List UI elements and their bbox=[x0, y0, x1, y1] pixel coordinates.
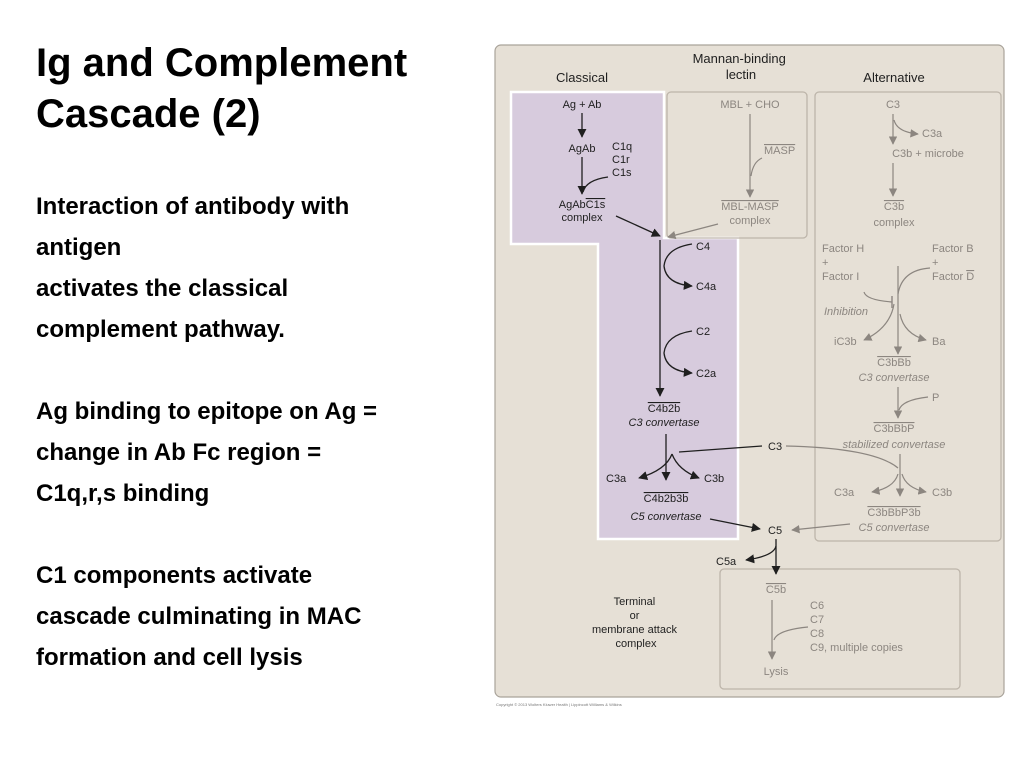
curve-c2 bbox=[663, 330, 693, 377]
arrow-c3a-classical bbox=[638, 453, 673, 481]
label-c3bbbp: C3bBbP bbox=[874, 423, 915, 435]
header-alternative: Alternative bbox=[863, 70, 924, 85]
label-c3-convertase-classical: C3 convertase bbox=[629, 417, 700, 429]
curve-factor-b-join bbox=[897, 267, 931, 295]
label-lysis: Lysis bbox=[764, 666, 789, 678]
body-line: Ag binding to epitope on Ag = bbox=[36, 398, 378, 425]
slide-body: Interaction of antibody with antigen act… bbox=[36, 186, 476, 678]
body-line: activates the classical bbox=[36, 275, 289, 302]
arrow-ba bbox=[899, 313, 927, 343]
label-c3b-alt-out: C3b bbox=[932, 487, 952, 499]
classical-pathway-box bbox=[509, 90, 740, 541]
label-agab-c1s-complex: AgAbC1s bbox=[559, 199, 606, 211]
body-paragraph-interaction: Interaction of antibody with antigen act… bbox=[36, 186, 476, 350]
label-factor-h-i: Factor H + Factor I bbox=[822, 243, 867, 283]
label-masp: MASP bbox=[764, 145, 795, 157]
label-c3a-classical: C3a bbox=[606, 473, 627, 485]
label-c4b2b3b: C4b2b3b bbox=[644, 493, 689, 505]
label-c2: C2 bbox=[696, 326, 710, 338]
label-c3a-alt: C3a bbox=[834, 487, 855, 499]
label-ag-ab: Ag + Ab bbox=[563, 99, 602, 111]
arrow-alternative-to-c5 bbox=[791, 523, 851, 534]
label-c6-c9: C6 C7 C8 C9, multiple copies bbox=[810, 600, 903, 654]
slide-title: Ig and Complement Cascade (2) bbox=[36, 38, 476, 140]
line-c3-to-alternative bbox=[785, 445, 899, 469]
curve-c1-join bbox=[582, 176, 609, 193]
body-line: change in Ab Fc region = bbox=[36, 439, 322, 466]
label-inhibition: Inhibition bbox=[824, 306, 868, 318]
label-c5a: C5a bbox=[716, 556, 737, 568]
label-p: P bbox=[932, 392, 939, 404]
header-mbl: Mannan-binding lectin bbox=[693, 51, 790, 82]
arrow-c3b-classical bbox=[671, 453, 700, 480]
label-c5-convertase-alt: C5 convertase bbox=[859, 522, 930, 534]
label-c3bbbp3b: C3bBbP3b bbox=[867, 507, 920, 519]
label-c3a-alt-top: C3a bbox=[922, 128, 943, 140]
label-complex: complex bbox=[562, 212, 603, 224]
label-terminal-complex: Terminal or membrane attack complex bbox=[592, 596, 680, 650]
header-classical: Classical bbox=[556, 70, 608, 85]
figure-copyright: Copyright © 2013 Wolters Kluwer Health |… bbox=[496, 702, 622, 707]
alternative-pathway-box bbox=[814, 91, 1002, 542]
label-agab: AgAb bbox=[569, 143, 596, 155]
body-line: C1 components activate bbox=[36, 562, 313, 589]
label-c3b-classical: C3b bbox=[704, 473, 724, 485]
inhibition-bar-line bbox=[863, 291, 893, 303]
curve-c4 bbox=[663, 243, 693, 290]
label-stabilized-convertase: stabilized convertase bbox=[843, 439, 946, 451]
label-alt-complex: complex bbox=[874, 217, 915, 229]
arrow-classical-to-c5 bbox=[709, 518, 761, 532]
label-c5-convertase-classical: C5 convertase bbox=[631, 511, 702, 523]
arrow-c3b-alt bbox=[901, 473, 927, 495]
complement-cascade-figure: Classical Mannan-binding lectin Alternat… bbox=[494, 44, 1005, 698]
label-ba: Ba bbox=[932, 336, 946, 348]
label-c4a: C4a bbox=[696, 281, 717, 293]
label-ic3b: iC3b bbox=[834, 336, 857, 348]
label-c5b: C5b bbox=[766, 584, 786, 596]
arrow-ic3b bbox=[863, 303, 895, 341]
body-line: formation and cell lysis bbox=[36, 644, 303, 671]
arrow-classical-to-c4 bbox=[615, 215, 661, 237]
arrow-mbl-to-c4 bbox=[667, 223, 719, 240]
label-mbl-masp: MBL-MASP bbox=[721, 201, 778, 213]
body-paragraph-cascade: C1 components activate cascade culminati… bbox=[36, 555, 476, 678]
body-line: Interaction of antibody with bbox=[36, 193, 350, 220]
body-line: complement pathway. bbox=[36, 316, 285, 343]
terminal-complex-box bbox=[719, 568, 961, 690]
body-line: cascade culminating in MAC bbox=[36, 603, 362, 630]
mbl-pathway-box bbox=[666, 91, 808, 239]
label-c3b-microbe: C3b + microbe bbox=[892, 148, 964, 160]
label-c3bbb: C3bBb bbox=[877, 357, 911, 369]
label-c4: C4 bbox=[696, 241, 710, 253]
label-mbl-cho: MBL + CHO bbox=[720, 99, 780, 111]
body-paragraph-binding: Ag binding to epitope on Ag = change in … bbox=[36, 391, 476, 514]
line-c3-to-split bbox=[678, 445, 763, 453]
curve-masp bbox=[750, 157, 763, 177]
label-c1-components: C1q C1r C1s bbox=[612, 141, 635, 179]
title-line: Cascade (2) bbox=[36, 92, 261, 136]
body-line: antigen bbox=[36, 234, 122, 261]
label-c3b-alt: C3b bbox=[884, 201, 904, 213]
label-factor-b-d: Factor B + Factor D bbox=[932, 243, 977, 283]
label-c3-central: C3 bbox=[768, 441, 782, 453]
body-line: C1q,r,s binding bbox=[36, 480, 210, 507]
arrow-alt-c3a bbox=[893, 119, 919, 138]
title-line: Ig and Complement bbox=[36, 41, 408, 85]
label-mbl-complex: complex bbox=[730, 215, 771, 227]
label-c3-alternative: C3 bbox=[886, 99, 900, 111]
arrow-c5a bbox=[745, 545, 777, 564]
label-c2a: C2a bbox=[696, 368, 717, 380]
curve-c6-c9-join bbox=[773, 626, 809, 641]
label-c4b2b: C4b2b bbox=[648, 403, 680, 415]
label-c3-convertase-alt: C3 convertase bbox=[859, 372, 930, 384]
curve-p-join bbox=[898, 396, 929, 411]
arrow-c3a-alt bbox=[871, 473, 899, 495]
label-c5: C5 bbox=[768, 525, 782, 537]
